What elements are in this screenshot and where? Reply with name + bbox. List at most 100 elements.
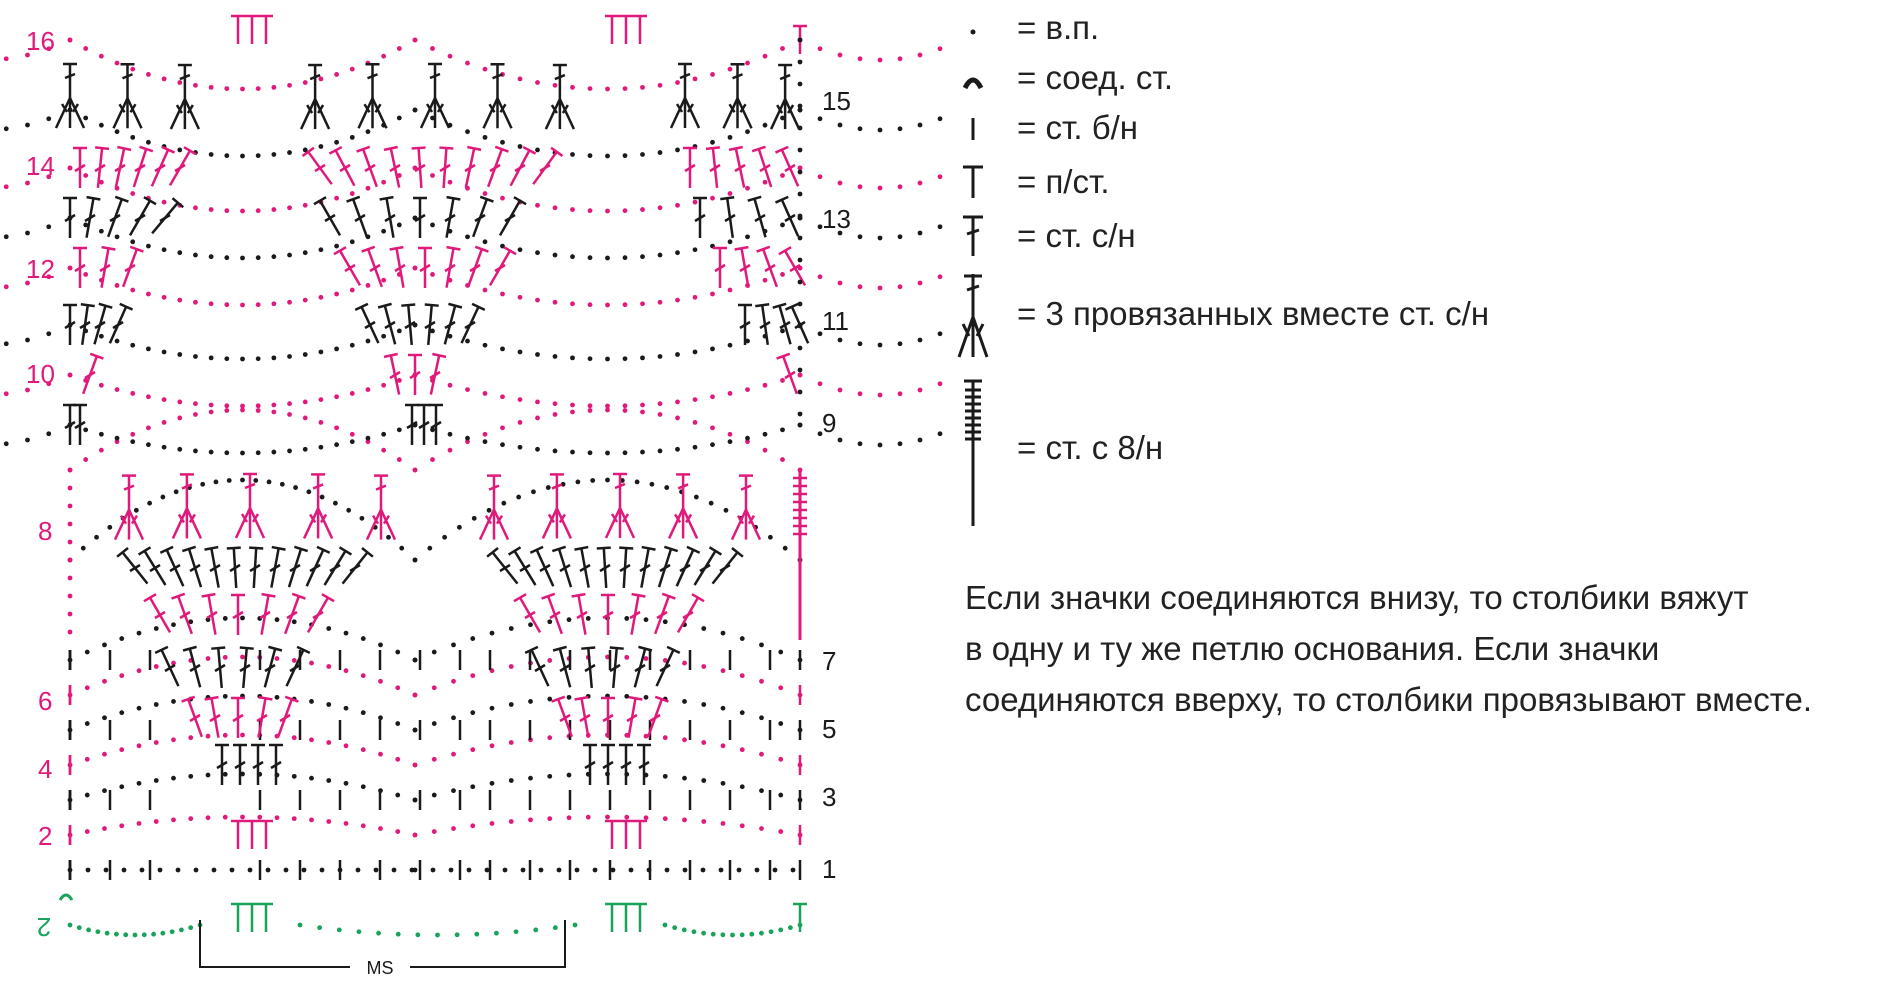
chain-stitch: [797, 411, 803, 417]
double-crochet-top: [571, 592, 586, 598]
row-number-5: 5: [822, 714, 836, 744]
chain-stitch: [500, 195, 505, 201]
chain-stitch: [98, 228, 104, 234]
chain-stitch: [937, 331, 943, 337]
chain-stitch: [98, 53, 104, 59]
double-crochet-bar: [619, 563, 631, 573]
chain-stitch: [193, 354, 198, 359]
chain-stitch: [255, 302, 261, 308]
double-crochet-top: [154, 645, 169, 654]
repeat-label: MS: [367, 958, 394, 978]
chain-stitch: [570, 449, 575, 455]
chain-stitch: [566, 694, 572, 700]
chain-stitch: [624, 654, 630, 660]
chain-stitch: [67, 593, 73, 599]
chain-stitch: [208, 301, 214, 307]
chain-stitch: [897, 234, 903, 240]
chain-stitch: [681, 927, 687, 933]
chain-stitch: [780, 222, 785, 228]
dc3tog-bar: [495, 514, 504, 525]
chain-stitch: [570, 402, 575, 408]
chain-stitch: [780, 115, 785, 121]
chain-stitch: [317, 925, 323, 931]
instruction-note: Если значки соединяются внизу, то столби…: [965, 572, 1865, 725]
chain-stitch: [745, 185, 750, 191]
chain-stitch: [508, 778, 514, 783]
double-crochet-bar: [576, 610, 588, 620]
chain-stitch: [247, 867, 253, 873]
chain-stitch: [430, 115, 435, 121]
chain-stitch: [877, 235, 883, 241]
dc3tog-bar: [71, 103, 80, 113]
chain-stitch: [508, 626, 514, 631]
chain-stitch: [516, 494, 522, 500]
note-line-1: Если значки соединяются внизу, то столби…: [965, 579, 1749, 616]
double-crochet-top: [448, 302, 463, 309]
chain-stitch: [208, 409, 214, 415]
double-crochet-bar: [129, 563, 141, 573]
chain-stitch: [25, 180, 30, 186]
chain-stitch: [552, 252, 558, 258]
chain-stitch: [465, 435, 470, 441]
chain-stitch: [634, 479, 640, 485]
chain-stitch: [318, 419, 324, 425]
chain-stitch: [682, 775, 687, 781]
chain-stitch: [664, 485, 670, 490]
double-crochet-bar: [309, 563, 321, 573]
double-crochet-top: [89, 352, 104, 360]
chain-stitch: [837, 280, 843, 286]
chain-stitch: [508, 664, 514, 669]
double-crochet-top: [377, 302, 392, 309]
dc3tog-leg: [736, 97, 753, 129]
dc3tog-bar: [118, 103, 126, 113]
chain-stitch: [302, 250, 308, 256]
chain-stitch: [657, 82, 663, 88]
chain-stitch: [319, 867, 325, 873]
chain-stitch: [662, 922, 668, 928]
chain-stitch: [67, 629, 73, 635]
chain-stitch: [640, 402, 645, 408]
chain-stitch: [664, 867, 670, 873]
dc3tog-leg: [113, 509, 131, 541]
dc3tog-bar: [679, 72, 691, 80]
legend-text-chain: = в.п.: [1017, 9, 1100, 46]
chain-stitch: [255, 450, 261, 456]
chain-stitch: [136, 780, 142, 786]
chain-stitch: [130, 391, 136, 396]
chain-stitch: [772, 867, 778, 873]
chain-stitch: [381, 333, 387, 339]
double-crochet-bar: [784, 213, 796, 223]
double-crochet-bar: [759, 320, 771, 330]
chain-stitch: [326, 819, 332, 824]
chain-stitch: [378, 751, 383, 757]
chain-stitch: [718, 867, 724, 873]
double-crochet-bar: [464, 163, 476, 173]
chain-stitch: [508, 702, 514, 707]
chain-stitch: [547, 619, 553, 625]
double-crochet-bar: [344, 263, 356, 273]
chain-stitch: [797, 165, 803, 171]
chain-stitch: [797, 345, 803, 351]
chain-stitch: [484, 867, 490, 873]
chain-stitch: [169, 929, 175, 935]
chain-stitch: [837, 180, 843, 186]
double-crochet-bar: [609, 663, 621, 673]
chain-stitch: [767, 534, 773, 540]
chain-stitch: [431, 756, 437, 762]
dc3tog-bar: [317, 104, 325, 114]
chain-stitch: [605, 86, 610, 92]
chain-stitch: [574, 867, 580, 873]
chain-stitch: [396, 46, 402, 51]
chain-stitch: [675, 415, 680, 421]
chain-stitch: [762, 122, 768, 128]
chain-stitch: [412, 867, 418, 873]
chain-stitch: [675, 202, 680, 208]
chain-stitch: [396, 457, 402, 462]
double-crochet-top: [293, 545, 309, 553]
chain-stitch: [857, 126, 863, 132]
double-crochet-bar: [259, 610, 271, 620]
chain-stitch: [193, 412, 198, 417]
double-crochet-bar: [579, 563, 591, 573]
chain-stitch: [817, 174, 823, 180]
chain-stitch: [720, 668, 726, 674]
